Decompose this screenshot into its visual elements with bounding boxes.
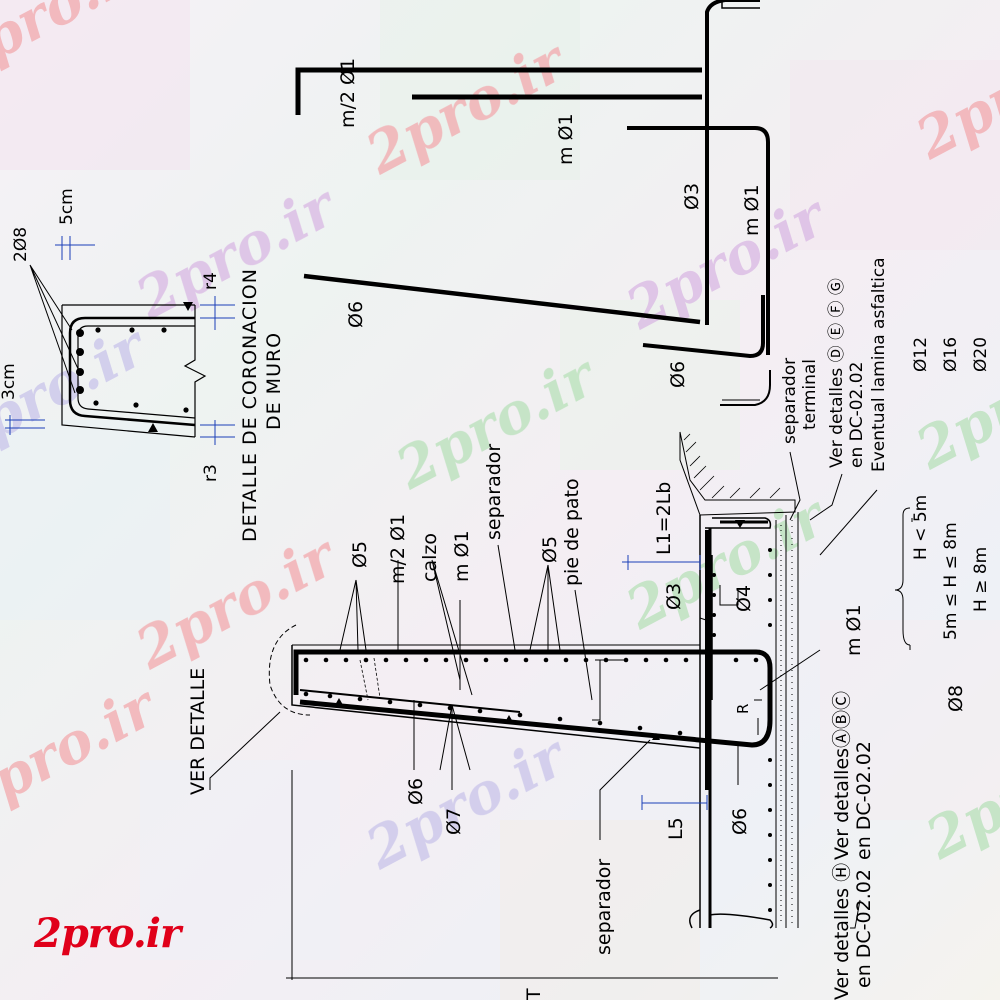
rebar-phi3-top — [627, 126, 770, 355]
pie-de-pato — [592, 659, 601, 721]
brand-logo: 2pro.ir — [34, 910, 181, 957]
ground-hatch — [679, 431, 796, 516]
note-h2: 5m ≤ H ≤ 8m — [941, 522, 961, 640]
note-phi20: Ø20 — [971, 337, 991, 372]
coronacion-title-1: DETALLE DE CORONACION — [239, 268, 261, 542]
rebar-phi6-diag — [303, 273, 701, 325]
note-phi8: Ø8 — [945, 685, 967, 712]
rebar-terminal — [720, 370, 771, 406]
top-phi6-b: Ø6 — [667, 361, 689, 388]
coronacion-dim-r3: r3 — [201, 464, 221, 482]
coronacion-bar-label: 2Ø8 — [11, 227, 31, 262]
footing-phi4: Ø4 — [733, 585, 755, 612]
footing-separador-bottom: separador — [593, 859, 615, 955]
footing-ver-detalles-abc: Ver detallesⒶⒷⒸ — [831, 691, 853, 860]
coronacion-title-2: DE MURO — [263, 332, 285, 430]
note-phi16: Ø16 — [941, 337, 961, 372]
coronacion-dim-r4: r4 — [201, 272, 221, 290]
footing-l5: L5 — [665, 817, 687, 840]
footing-phi5-b: Ø5 — [539, 536, 561, 563]
top-m-phi1-b: m Ø1 — [741, 184, 763, 236]
rebar-stem-vertical — [705, 0, 760, 325]
footing-r: R — [734, 704, 752, 714]
footing-ver-detalle: VER DETALLE — [187, 668, 209, 795]
footing-phi6-a: Ø6 — [405, 778, 427, 805]
rebar-phi6-hook — [642, 295, 765, 359]
footing-rebar-top — [293, 649, 773, 748]
watermark-text: 2pro.ir — [915, 712, 1000, 873]
dim-r4 — [200, 296, 235, 330]
watermark-text: 2pro.ir — [0, 0, 159, 93]
top-stem-rebars — [295, 0, 771, 406]
coronacion-detail — [5, 236, 235, 445]
note-h3: H ≥ 8m — [971, 547, 991, 612]
dim-3cm — [5, 415, 45, 435]
dim-l1 — [622, 555, 701, 570]
footing-phi5-a: Ø5 — [349, 541, 371, 568]
watermark-text: 2pro.ir — [0, 672, 169, 833]
top-m2-phi1: m/2 Ø1 — [337, 58, 359, 128]
note-en-dc: en DC-02.02 — [847, 362, 867, 468]
note-h1: H < 5m — [911, 495, 931, 560]
footing-en-dc-a: en DC-02.02 — [853, 741, 875, 860]
coronacion-outline — [61, 305, 196, 438]
footing-phi7: Ø7 — [443, 808, 465, 835]
note-m-phi1: m Ø1 — [843, 604, 865, 656]
footing-calzo: calzo — [419, 533, 441, 582]
wall-section — [209, 431, 861, 980]
watermark-text: 2pro.ir — [125, 522, 349, 683]
note-separador-terminal-1: separador — [780, 358, 800, 444]
watermark-text: 2pro.ir — [905, 12, 1000, 173]
watermark-text: 2pro.ir — [615, 182, 839, 343]
footing-rebar-dots — [303, 520, 772, 912]
footing-t: T — [523, 988, 545, 1000]
dim-t — [286, 770, 778, 980]
top-phi3: Ø3 — [681, 183, 703, 210]
watermark-text: 2pro.ir — [355, 27, 579, 188]
watermark-text: 2pro.ir — [125, 172, 349, 333]
footing-m2-phi1: m/2 Ø1 — [387, 514, 409, 584]
top-phi6-a: Ø6 — [345, 301, 367, 328]
note-ver-detalles-defg: Ver detalles Ⓓ Ⓔ Ⓕ Ⓖ — [827, 278, 847, 468]
dim-l5 — [641, 795, 708, 810]
break-line — [183, 305, 207, 437]
dim-r3 — [200, 420, 235, 445]
footing-pie-de-pato: pie de pato — [561, 478, 583, 586]
footing-separador-top: separador — [483, 444, 505, 540]
ver-detalle-bubble — [268, 624, 311, 716]
note-eventual: Eventual lamina asfaltica — [869, 257, 889, 472]
note-phi12: Ø12 — [911, 337, 931, 372]
watermark-text: 2pro.ir — [355, 722, 579, 883]
top-m-phi1-a: m Ø1 — [555, 113, 577, 165]
note-separador-terminal-2: terminal — [800, 359, 820, 430]
footing-phi6-b: Ø6 — [729, 808, 751, 835]
footing-l1: L1=2Lb — [653, 482, 675, 555]
coronacion-dim-5cm: 5cm — [57, 188, 77, 225]
footing-ver-detalles-h: Ver detalles Ⓗ — [831, 863, 853, 1000]
brace — [894, 507, 911, 646]
footing-phi3: Ø3 — [663, 583, 685, 610]
rebar-m2-phi1 — [295, 67, 702, 115]
dim-5cm — [55, 236, 95, 260]
stirrup — [68, 316, 196, 427]
coronacion-dim-3cm: 3cm — [0, 363, 19, 400]
footing-outline — [291, 645, 701, 749]
footing-m-phi1: m Ø1 — [451, 530, 473, 582]
asphalt-layer — [775, 512, 799, 928]
footing-en-dc-b: en DC-02.02 — [853, 869, 875, 988]
